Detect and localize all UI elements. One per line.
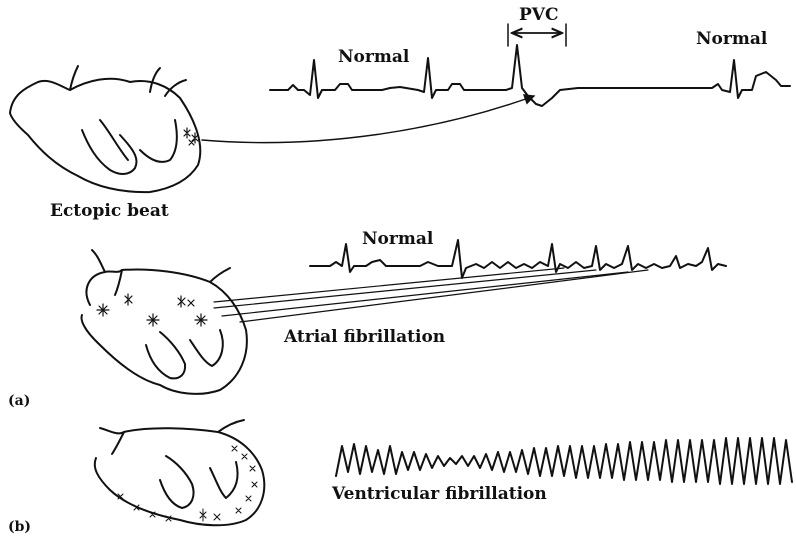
normal-label-right: Normal	[696, 29, 768, 49]
ventricular-fibrillation-caption: Ventricular fibrillation	[331, 484, 547, 504]
atrial-connector-lines	[214, 268, 648, 322]
pvc-label: PVC	[519, 5, 559, 25]
normal-label-left: Normal	[338, 47, 410, 67]
ectopic-heart-drawing	[10, 66, 200, 192]
panel-b-tag: (b)	[8, 519, 31, 535]
atrial-ectopic-foci	[97, 294, 207, 326]
pvc-interval-marker	[508, 24, 566, 46]
atrial-fibrillation-caption: Atrial fibrillation	[283, 327, 445, 347]
atrial-heart-drawing	[82, 250, 247, 394]
ecg-trace-ventricular	[336, 438, 792, 484]
normal-label-atrial: Normal	[362, 229, 434, 249]
ectopic-to-pvc-arrow	[202, 96, 534, 143]
panel-a-tag: (a)	[8, 393, 30, 409]
ectopic-beat-caption: Ectopic beat	[50, 201, 169, 221]
